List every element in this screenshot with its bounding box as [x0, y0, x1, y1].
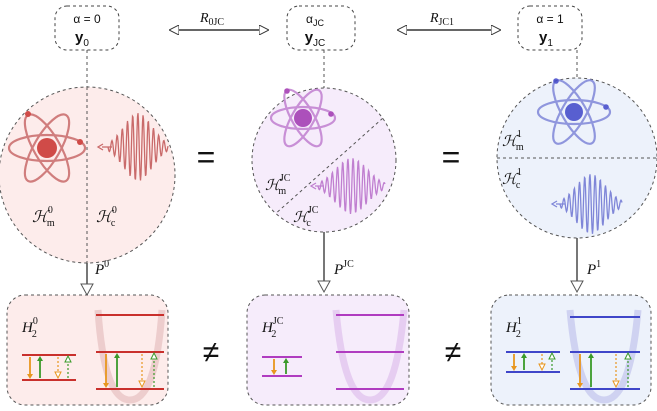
hamiltonian-box-mid: HJC 2: [246, 294, 410, 406]
hm-right-sub: m: [516, 142, 524, 153]
energy-levels-large: [94, 309, 166, 404]
r-right-sub: JC1: [439, 17, 455, 28]
svg-text:αJC: αJC: [306, 12, 324, 28]
svg-text:yJC: yJC: [305, 29, 326, 49]
p-right-label: P: [586, 262, 596, 278]
svg-text:y0: y0: [75, 29, 89, 49]
hm-right-sup: 1: [517, 129, 522, 140]
svg-text:ℋ1c: ℋ1 c: [502, 167, 522, 191]
not-equal-right: ≠: [445, 336, 461, 369]
h-mid-label: H: [261, 320, 274, 336]
h-right-sup: 1: [517, 316, 522, 327]
h-left-sub: 2: [32, 329, 37, 340]
r-arrow-right: RJC1: [398, 11, 500, 30]
projection-arrow-right: P1: [570, 238, 601, 294]
projection-arrow-mid: PJC: [317, 232, 354, 294]
hc-right-sub: c: [516, 180, 521, 191]
hm-right-symbol: ℋ: [502, 134, 519, 150]
p-right-sup: 1: [596, 259, 601, 270]
svg-text:ℋ1m: ℋ1 m: [502, 129, 524, 153]
hc-left-sup: 0: [112, 205, 117, 216]
svg-text:P1: P1: [586, 259, 601, 278]
hc-mid-sup: JC: [308, 205, 319, 216]
hm-left-symbol: ℋ: [32, 209, 50, 226]
alpha-sub-mid: JC: [313, 18, 325, 28]
alpha-label-right: α = 1: [536, 12, 564, 26]
wave-packet-icon: [96, 113, 169, 181]
h-left-sup: 0: [33, 316, 38, 327]
equals-right: =: [442, 139, 461, 175]
wave-packet-icon: [550, 174, 623, 234]
state-box-right: α = 1 y1: [517, 5, 583, 51]
alpha-label-left: α = 0: [73, 12, 101, 26]
hamiltonian-box-right: H1 2: [490, 294, 652, 406]
hm-mid-symbol: ℋ: [265, 178, 282, 194]
energy-levels-small: [262, 356, 302, 377]
y-label-right: y: [539, 29, 548, 46]
hc-mid-symbol: ℋ: [293, 210, 310, 226]
projection-arrow-left: P0: [80, 259, 109, 297]
hamiltonian-box-left: H0 2: [6, 294, 169, 406]
alpha-label-mid: α: [306, 12, 313, 26]
y-sub-mid: JC: [313, 38, 325, 49]
not-equal-left: ≠: [203, 336, 219, 369]
svg-text:ℋ0m: ℋ0 m: [32, 205, 55, 229]
svg-text:H12: H1 2: [505, 316, 522, 340]
energy-levels-large: [566, 309, 642, 404]
h-mid-sup: JC: [273, 316, 284, 327]
hm-left-sub: m: [47, 218, 55, 229]
svg-text:y1: y1: [539, 29, 553, 49]
svg-text:R0JC: R0JC: [199, 11, 224, 28]
y-sub-left: 0: [83, 38, 89, 49]
p-mid-label: P: [333, 262, 343, 278]
svg-text:PJC: PJC: [333, 259, 354, 278]
svg-text:ℋ0c: ℋ0 c: [96, 205, 117, 229]
y-sub-right: 1: [547, 38, 553, 49]
r-arrow-left: R0JC: [170, 11, 268, 30]
h-mid-sub: 2: [271, 329, 276, 340]
r-right-label: R: [429, 11, 439, 26]
r-left-sub: 0JC: [209, 17, 225, 28]
atom-icon: [536, 78, 612, 145]
state-box-mid: αJC yJC: [286, 5, 356, 51]
h-right-sub: 2: [516, 329, 521, 340]
svg-text:RJC1: RJC1: [429, 11, 454, 28]
hm-mid-sup: JC: [280, 173, 291, 184]
p-left-label: P: [94, 262, 104, 278]
h-right-label: H: [505, 320, 518, 336]
hc-left-sub: c: [111, 218, 116, 229]
atom-icon: [7, 111, 87, 183]
svg-text:H02: H0 2: [21, 316, 38, 340]
hm-left-sup: 0: [48, 205, 53, 216]
wave-packet-icon: [309, 158, 386, 214]
energy-levels-large: [332, 309, 408, 404]
hc-right-symbol: ℋ: [502, 172, 519, 188]
hc-left-symbol: ℋ: [96, 209, 114, 226]
energy-levels-small: [506, 351, 560, 373]
p-mid-sup: JC: [343, 259, 354, 270]
energy-levels-small: [22, 354, 76, 381]
h-left-label: H: [21, 320, 34, 336]
y-label-left: y: [75, 29, 84, 46]
y-label-mid: y: [305, 29, 314, 46]
hc-right-sup: 1: [517, 167, 522, 178]
state-box-left: α = 0 y0: [54, 5, 120, 51]
r-left-label: R: [199, 11, 209, 26]
svg-text:P0: P0: [94, 259, 109, 278]
equals-left: =: [197, 139, 216, 175]
p-left-sup: 0: [104, 259, 109, 270]
hm-mid-sub: m: [278, 186, 286, 197]
atom-icon: [269, 88, 337, 148]
hc-mid-sub: c: [306, 218, 311, 229]
